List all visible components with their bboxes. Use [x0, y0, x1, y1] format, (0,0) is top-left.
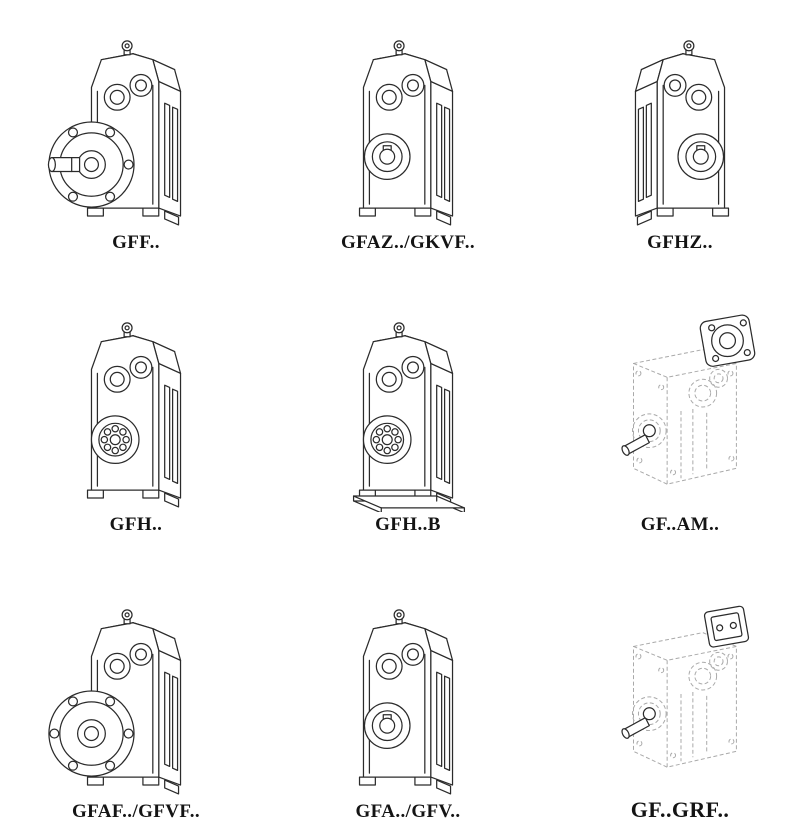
model-label: GF..AM..	[640, 514, 720, 535]
gearbox-flange-hollow-drawing	[48, 609, 182, 795]
model-label: GFAF../GFVF..	[71, 801, 200, 822]
model-label: GFA../GFV..	[355, 801, 461, 822]
catalog-cell-gfaf-gfvf: GFAF../GFVF..	[40, 580, 232, 835]
gearbox-output-flange-shaft-drawing	[47, 40, 182, 226]
catalog-cell-gfhz: GFHZ..	[584, 16, 776, 266]
gearbox-hollow-shaft-drawing	[358, 40, 454, 226]
model-label: GFH..	[109, 514, 163, 535]
catalog-cell-gfh: GFH..	[40, 298, 232, 548]
model-label: GFH..B	[375, 514, 441, 535]
catalog-cell-gff: GFF..	[40, 16, 232, 266]
model-label: GF..GRF..	[630, 797, 730, 822]
model-label: GFHZ..	[647, 232, 713, 253]
gearbox-hollow-shaft-foot-drawing	[358, 609, 454, 795]
catalog-cell-gfh-b: GFH..B	[312, 298, 504, 548]
gearbox-bearing-base-drawing	[352, 322, 466, 512]
gearbox-bearing-drawing	[86, 322, 182, 508]
gearbox-catalog-grid: GFF.. GFAZ../GKVF.. GFHZ.. GFHF.. GFH..	[40, 16, 776, 822]
catalog-cell-gfa-gfv: GFA../GFV..	[312, 580, 504, 835]
catalog-cell-gf-am: GF..AM..	[584, 298, 776, 548]
catalog-cell-gf-grf: GF..GRF..	[584, 580, 776, 835]
model-label: GFAZ../GKVF..	[341, 232, 475, 253]
phantom-gearbox-gr-block-drawing	[619, 605, 750, 768]
catalog-cell-gfaz-gkvf: GFAZ../GKVF..	[312, 16, 504, 266]
phantom-gearbox-iec-adapter-drawing	[619, 313, 757, 485]
gearbox-hollow-shaft-mirrored-drawing	[634, 40, 730, 226]
model-label: GFF..	[112, 232, 160, 253]
